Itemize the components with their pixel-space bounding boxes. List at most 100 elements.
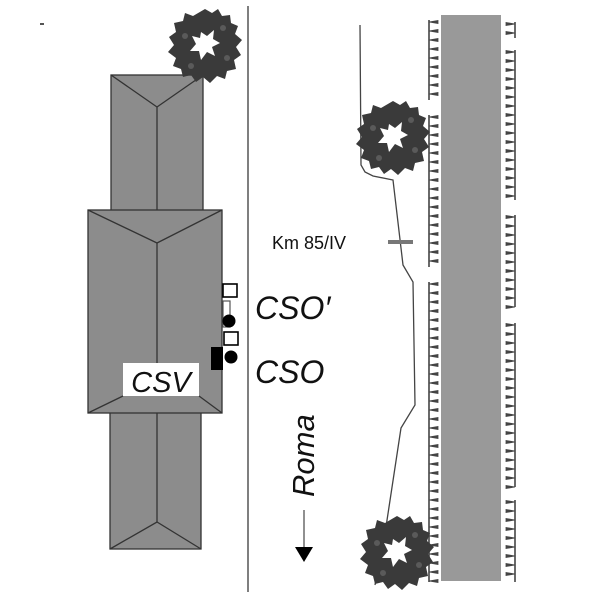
embankment-tick bbox=[505, 176, 516, 180]
embankment-tick bbox=[428, 169, 439, 173]
embankment-tick bbox=[505, 95, 516, 99]
embankment-tick bbox=[428, 20, 439, 24]
embankment-tick bbox=[428, 214, 439, 218]
embankment-tick bbox=[505, 536, 516, 540]
embankment-tick bbox=[505, 431, 516, 435]
embankment-tick bbox=[428, 462, 439, 466]
embankment-tick bbox=[505, 440, 516, 444]
embankment-tick bbox=[428, 399, 439, 403]
embankment-tick bbox=[505, 545, 516, 549]
embankment-tick bbox=[428, 417, 439, 421]
embankment-tick bbox=[505, 368, 516, 372]
embankment-tick bbox=[505, 278, 516, 282]
embankment-tick bbox=[428, 471, 439, 475]
embankment-tick bbox=[505, 422, 516, 426]
boundary-path bbox=[359, 24, 416, 586]
embankment-tick bbox=[428, 525, 439, 529]
embankment-tick bbox=[428, 426, 439, 430]
building-label: CSV bbox=[131, 367, 193, 399]
embankment-tick bbox=[428, 507, 439, 511]
arrow-down-icon bbox=[295, 510, 313, 562]
building-top-wing bbox=[110, 74, 204, 213]
embankment-tick bbox=[428, 47, 439, 51]
embankment-tick bbox=[428, 300, 439, 304]
embankment-tick bbox=[505, 476, 516, 480]
embankment-tick bbox=[505, 158, 516, 162]
embankment-tick bbox=[505, 113, 516, 117]
embankment-tick bbox=[505, 242, 516, 246]
embankment-tick bbox=[428, 291, 439, 295]
embankment-tick bbox=[505, 350, 516, 354]
embankment-tick bbox=[505, 104, 516, 108]
tree-icon bbox=[360, 516, 434, 590]
embankment-tick bbox=[505, 287, 516, 291]
embankment-tick bbox=[428, 29, 439, 33]
embankment-tick bbox=[428, 160, 439, 164]
embankment-tick bbox=[505, 341, 516, 345]
tree-icon bbox=[356, 101, 430, 175]
embankment-tick bbox=[505, 485, 516, 489]
embankment-tick bbox=[428, 151, 439, 155]
signal-circle-filled-icon bbox=[222, 314, 236, 328]
railway-track-bed bbox=[441, 15, 501, 581]
embankment-tick bbox=[505, 131, 516, 135]
embankment-tick bbox=[428, 309, 439, 313]
embankment-tick bbox=[505, 185, 516, 189]
embankment-tick bbox=[428, 561, 439, 565]
signal-label-cso-prime: CSO′ bbox=[255, 290, 331, 326]
embankment-tick bbox=[428, 282, 439, 286]
km-marker-label: Km 85/IV bbox=[272, 233, 346, 253]
embankment-tick bbox=[505, 386, 516, 390]
embankment-tick bbox=[428, 38, 439, 42]
embankment-tick bbox=[505, 122, 516, 126]
embankment-tick bbox=[428, 327, 439, 331]
embankment-tick bbox=[505, 500, 516, 504]
embankment-tick bbox=[428, 498, 439, 502]
building-csv bbox=[87, 74, 223, 550]
embankment-tick bbox=[428, 74, 439, 78]
embankment-tick bbox=[428, 250, 439, 254]
embankment-tick bbox=[428, 241, 439, 245]
embankment-tick bbox=[505, 167, 516, 171]
stray-mark bbox=[40, 23, 44, 25]
embankment-tick bbox=[428, 336, 439, 340]
embankment-tick bbox=[505, 572, 516, 576]
signal-circle-filled-icon bbox=[224, 350, 238, 364]
embankment-tick bbox=[428, 489, 439, 493]
building-bottom-wing bbox=[109, 411, 202, 550]
embankment-tick bbox=[505, 22, 516, 26]
embankment-tick bbox=[428, 142, 439, 146]
embankment-tick bbox=[428, 196, 439, 200]
embankment-tick bbox=[505, 323, 516, 327]
embankment-tick bbox=[428, 534, 439, 538]
embankment-tick bbox=[428, 223, 439, 227]
embankment-tick bbox=[505, 194, 516, 198]
embankment-tick bbox=[428, 516, 439, 520]
embankment-tick bbox=[428, 124, 439, 128]
embankment-tick bbox=[428, 435, 439, 439]
embankment-tick bbox=[505, 296, 516, 300]
embankment-tick bbox=[505, 332, 516, 336]
embankment-tick bbox=[428, 83, 439, 87]
embankment-tick bbox=[428, 178, 439, 182]
embankment-tick bbox=[428, 570, 439, 574]
embankment-tick bbox=[505, 77, 516, 81]
embankment-left bbox=[428, 20, 439, 583]
embankment-tick bbox=[505, 404, 516, 408]
signal-square-filled-icon bbox=[211, 347, 223, 370]
embankment-tick bbox=[505, 458, 516, 462]
signal-label-cso: CSO bbox=[255, 354, 324, 390]
embankment-tick bbox=[505, 563, 516, 567]
embankment-tick bbox=[428, 345, 439, 349]
embankment-tick bbox=[505, 86, 516, 90]
embankment-tick bbox=[505, 413, 516, 417]
embankment-tick bbox=[428, 552, 439, 556]
embankment-tick bbox=[428, 56, 439, 60]
embankment-tick bbox=[428, 205, 439, 209]
km-marker-icon bbox=[388, 240, 413, 244]
embankment-tick bbox=[505, 305, 516, 309]
embankment-tick bbox=[428, 354, 439, 358]
embankment-tick bbox=[505, 518, 516, 522]
embankment-tick bbox=[505, 149, 516, 153]
